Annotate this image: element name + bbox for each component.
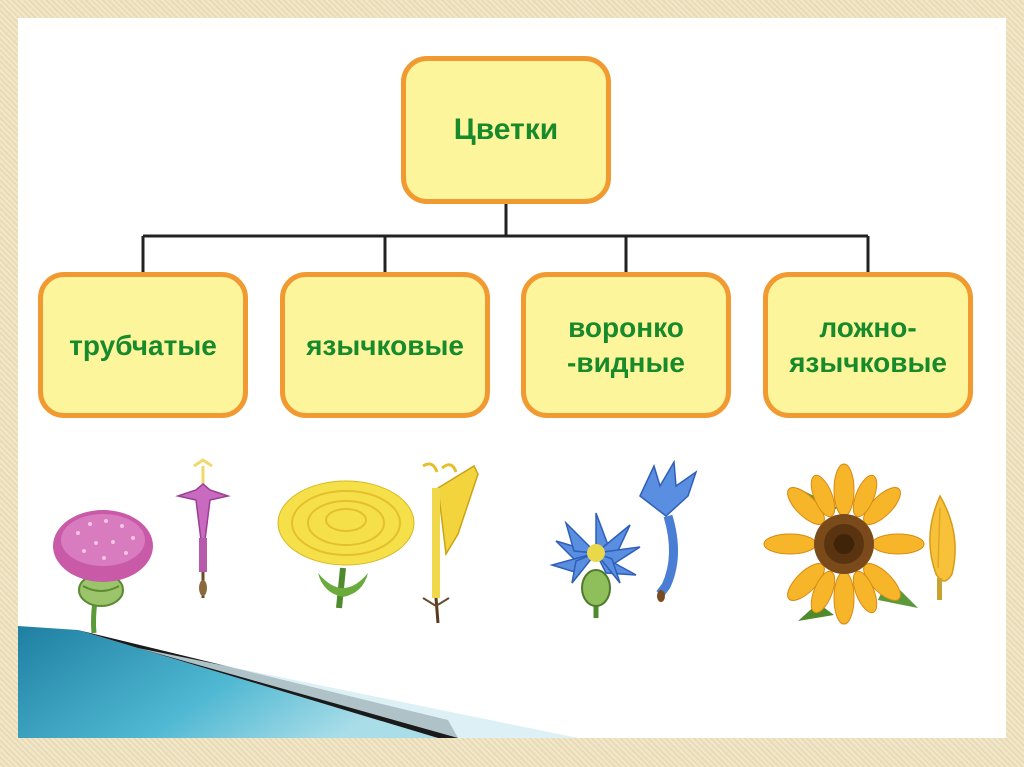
- funnel-floret-icon: [639, 459, 698, 602]
- category-label-line-2: язычковые: [789, 347, 947, 378]
- flower-illustrations: [53, 458, 956, 634]
- dandelion-flower-head-icon: [277, 480, 415, 609]
- decorative-wave: [18, 626, 578, 738]
- thistle-flower-head-icon: [53, 510, 153, 634]
- ligulate-floret-icon: [422, 462, 479, 624]
- category-funnel-shaped: воронко -видные: [521, 272, 731, 418]
- category-false-ligulate: ложно- язычковые: [763, 272, 973, 418]
- root-node: Цветки: [401, 56, 611, 204]
- root-label: Цветки: [453, 113, 559, 147]
- tubular-floret-icon: [175, 458, 231, 598]
- category-label-line-1: воронко: [568, 312, 684, 343]
- false-ligulate-petal-icon: [929, 494, 956, 600]
- tree-connectors: [141, 204, 870, 272]
- sunflower-head-icon: [763, 463, 925, 625]
- category-ligulate: язычковые: [280, 272, 490, 418]
- category-label-line-1: ложно-: [819, 312, 917, 343]
- category-tubular: трубчатые: [38, 272, 248, 418]
- cornflower-head-icon: [549, 512, 641, 618]
- category-label: трубчатые: [69, 329, 217, 361]
- category-label: язычковые: [306, 329, 464, 361]
- slide: Цветки трубчатые язычковые воронко -видн…: [18, 18, 1006, 738]
- category-label-line-2: -видные: [567, 347, 685, 378]
